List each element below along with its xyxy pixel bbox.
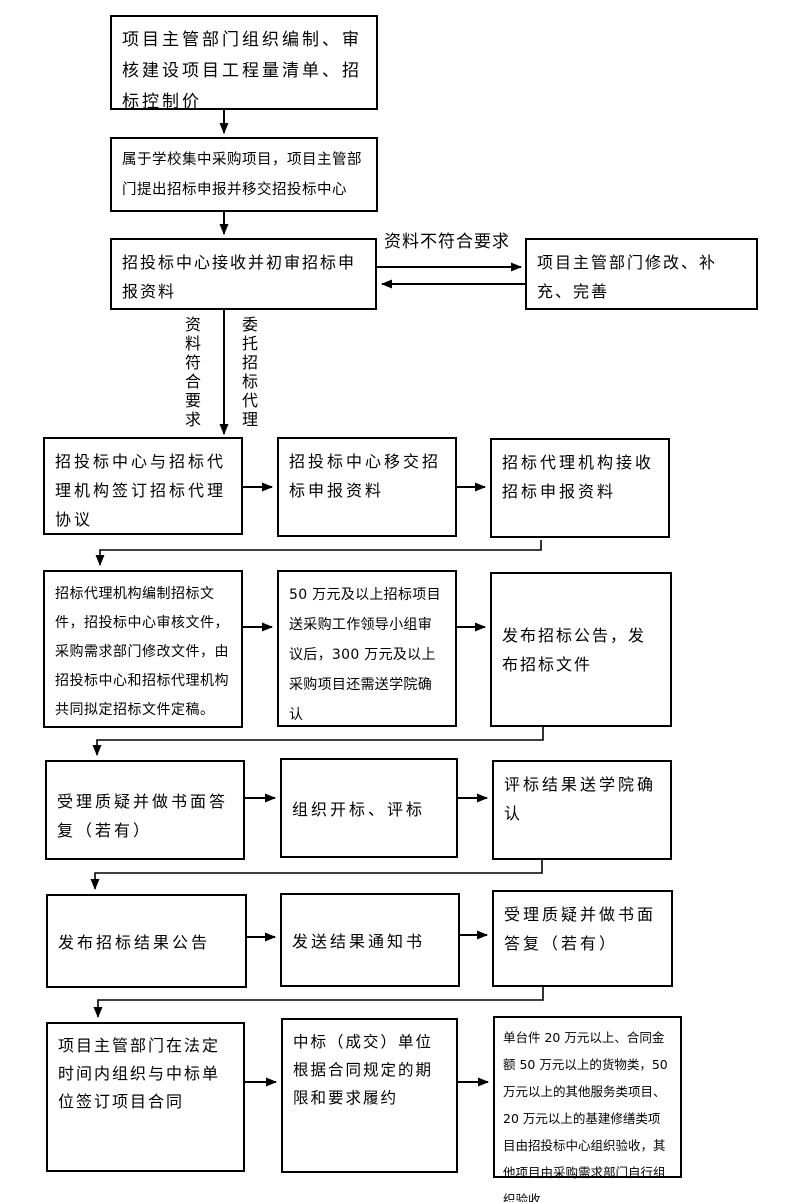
node-acceptance: 单台件 20 万元以上、合同金额 50 万元以上的货物类，50 万元以上的其他服…	[493, 1016, 682, 1202]
connector-n13-n14	[90, 860, 543, 890]
node-agency-receive: 招标代理机构接收招标申报资料	[490, 438, 670, 538]
node-publish-announcement: 发布招标公告，发布招标文件	[490, 572, 672, 727]
edge-label-conforming: 资料符合要求	[182, 316, 201, 430]
node-result-confirm: 评标结果送学院确认	[492, 760, 672, 860]
node-leadership-review: 50 万元及以上招标项目送采购工作领导小组审议后，300 万元及以上采购项目还需…	[277, 570, 457, 727]
connector-n7-n8	[95, 540, 542, 566]
node-handle-queries-2: 受理质疑并做书面答复（若有）	[492, 890, 673, 987]
node-center-review: 招投标中心接收并初审招标申报资料	[110, 238, 377, 310]
node-transfer-materials: 招投标中心移交招标申报资料	[277, 437, 457, 537]
node-publish-result: 发布招标结果公告	[46, 894, 247, 988]
node-sign-agency-agreement: 招投标中心与招标代理机构签订招标代理协议	[43, 437, 243, 535]
node-perform-contract: 中标（成交）单位根据合同规定的期限和要求履约	[281, 1018, 458, 1173]
node-compile-boq: 项目主管部门组织编制、审核建设项目工程量清单、招标控制价	[110, 15, 378, 112]
node-draft-bid-docs: 招标代理机构编制招标文件，招投标中心审核文件，采购需求部门修改文件，由招投标中心…	[43, 570, 243, 728]
edge-label-not-conforming: 资料不符合要求	[384, 232, 510, 252]
node-dept-revise: 项目主管部门修改、补充、完善	[525, 238, 758, 310]
node-send-notice: 发送结果通知书	[280, 893, 460, 987]
connector-n10-n11	[92, 727, 544, 756]
node-handle-queries-1: 受理质疑并做书面答复（若有）	[45, 760, 245, 860]
connector-n16-n17	[93, 987, 544, 1018]
node-submit-application: 属于学校集中采购项目，项目主管部门提出招标申报并移交招投标中心	[110, 137, 378, 212]
node-open-evaluate-bids: 组织开标、评标	[280, 758, 458, 858]
edge-label-entrust-agency: 委托招标代理	[239, 316, 258, 430]
node-sign-contract: 项目主管部门在法定时间内组织与中标单位签订项目合同	[46, 1022, 245, 1172]
